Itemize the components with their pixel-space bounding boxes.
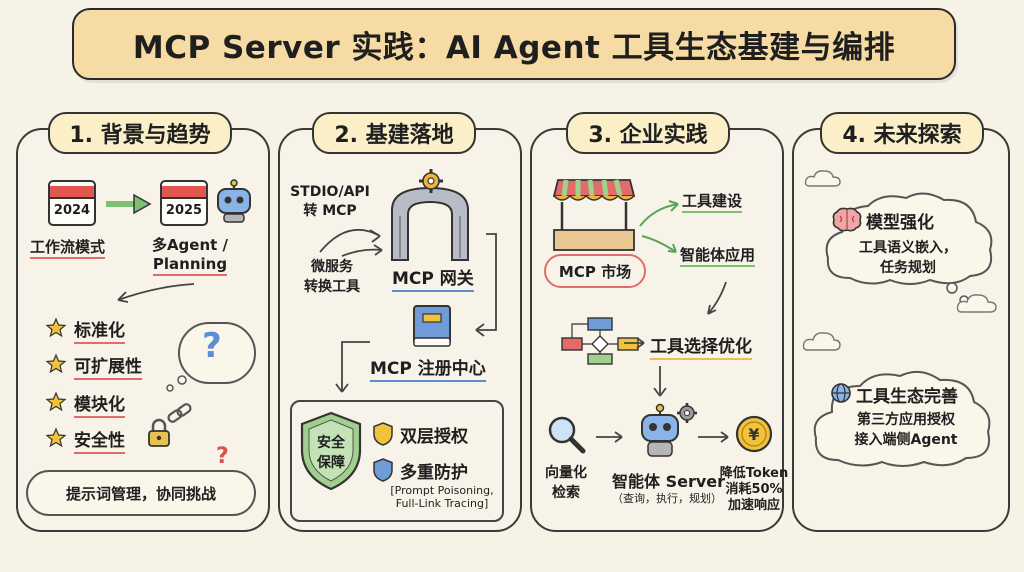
feature-modularity: 模块化 [74, 390, 125, 418]
connector-arrow-icon [475, 233, 497, 337]
brain-icon [832, 207, 862, 232]
mcp-gateway-label: MCP 网关 [392, 264, 474, 292]
section-heading-enterprise: 3. 企业实践 [566, 112, 730, 154]
arrow-icon [341, 244, 383, 257]
section-heading-label: 3. 企业实践 [588, 123, 708, 148]
svg-text:¥: ¥ [748, 425, 759, 444]
gear-icon [419, 169, 443, 193]
agent-server-note: （查询，执行，规划） [612, 492, 722, 505]
section-heading-label: 2. 基建落地 [334, 123, 454, 148]
arrow-icon [596, 431, 623, 443]
arrow-icon [639, 200, 679, 227]
year-2025: 2025 [165, 203, 203, 218]
agent-apps-label: 智能体应用 [680, 244, 756, 267]
section-heading-label: 1. 背景与趋势 [69, 123, 211, 148]
section-heading-infrastructure: 2. 基建落地 [312, 112, 476, 154]
star-icon [45, 353, 67, 374]
model-enhance-desc: 工具语义嵌入， 任务规划 [859, 240, 957, 276]
multi-agent-label: 多Agent / Planning [150, 234, 230, 276]
tool-building-label: 工具建设 [682, 190, 743, 213]
feature-extensibility: 可扩展性 [74, 352, 142, 380]
small-cloud-icon [956, 294, 997, 313]
arrow-icon [641, 235, 677, 253]
mcp-market-label: MCP 市场 [558, 262, 632, 281]
mcp-market-oval: MCP 市场 [544, 254, 646, 288]
arrow-icon [707, 281, 727, 315]
flowchart-icon [561, 317, 639, 365]
calendar-icon: 2025 [160, 180, 208, 226]
star-icon [45, 317, 67, 338]
calendar-icon: 2024 [48, 180, 96, 226]
robot-icon [641, 403, 679, 457]
book-icon [413, 305, 451, 347]
ecosystem-cloud [813, 370, 991, 467]
shield-icon [373, 422, 393, 446]
market-stall-icon [552, 179, 636, 251]
connector-arrow-icon [335, 341, 370, 393]
shield-icon [373, 458, 393, 482]
shield-icon [300, 411, 362, 491]
shield-label: 安全 保障 [317, 435, 345, 471]
gateway-arch-icon [391, 186, 469, 261]
arrow-icon [319, 228, 381, 253]
tool-ecosystem-desc: 第三方应用授权 接入端侧Agent [854, 412, 958, 448]
protection-note: [Prompt Poisoning, Full-Link Tracing] [390, 484, 494, 510]
arrow-down-icon [653, 366, 667, 397]
title-banner: MCP Server 实践：AI Agent 工具生态基建与编排 [72, 8, 956, 80]
vector-retrieval-label: 向量化 检索 [545, 465, 587, 501]
workflow-mode-label: 工作流模式 [30, 236, 106, 259]
thought-cloud [178, 322, 256, 384]
section-heading-future: 4. 未来探索 [820, 112, 984, 154]
page-title: MCP Server 实践：AI Agent 工具生态基建与编排 [132, 29, 896, 66]
stdio-api-label: STDIO/API 转 MCP [290, 184, 370, 219]
microservice-label: 微服务 转换工具 [304, 259, 360, 295]
feature-standardization: 标准化 [74, 316, 125, 344]
padlock-icon [148, 418, 170, 447]
challenge-cloud: 提示词管理，协同挑战 [26, 470, 256, 516]
thought-bubble-dots-icon [166, 375, 187, 392]
magnifier-icon [548, 416, 586, 454]
feature-security: 安全性 [74, 426, 125, 454]
model-enhance-title: 模型强化 [866, 213, 934, 233]
section-heading-label: 4. 未来探索 [842, 123, 962, 148]
arrow-icon [698, 431, 729, 443]
thought-cloud [825, 192, 993, 285]
year-2024: 2024 [53, 203, 91, 218]
robot-icon [217, 179, 251, 223]
question-mark-icon: ? [216, 444, 229, 469]
curved-arrow-icon [117, 283, 195, 303]
yen-coin-icon: ¥ [735, 415, 773, 453]
small-cloud-icon [804, 170, 841, 187]
tool-selection-label: 工具选择优化 [650, 332, 752, 360]
chain-link-icon [167, 403, 192, 423]
section-heading-background: 1. 背景与趋势 [48, 112, 232, 154]
arrow-right-icon [106, 193, 152, 215]
token-saving-label: 降低Token 消耗50% 加速响应 [719, 466, 789, 513]
tool-ecosystem-title: 工具生态完善 [856, 387, 958, 407]
small-cloud-icon [802, 332, 841, 351]
mcp-registry-label: MCP 注册中心 [370, 354, 486, 382]
multi-protection-label: 多重防护 [400, 463, 468, 483]
agent-server-label: 智能体 Server [612, 472, 726, 491]
arrow-icon [624, 337, 645, 349]
question-mark-icon: ? [202, 326, 222, 366]
gear-icon [677, 403, 697, 423]
globe-icon [831, 383, 851, 403]
star-icon [45, 427, 67, 448]
dual-auth-label: 双层授权 [400, 427, 468, 447]
challenge-label: 提示词管理，协同挑战 [65, 484, 216, 503]
star-icon [45, 391, 67, 412]
